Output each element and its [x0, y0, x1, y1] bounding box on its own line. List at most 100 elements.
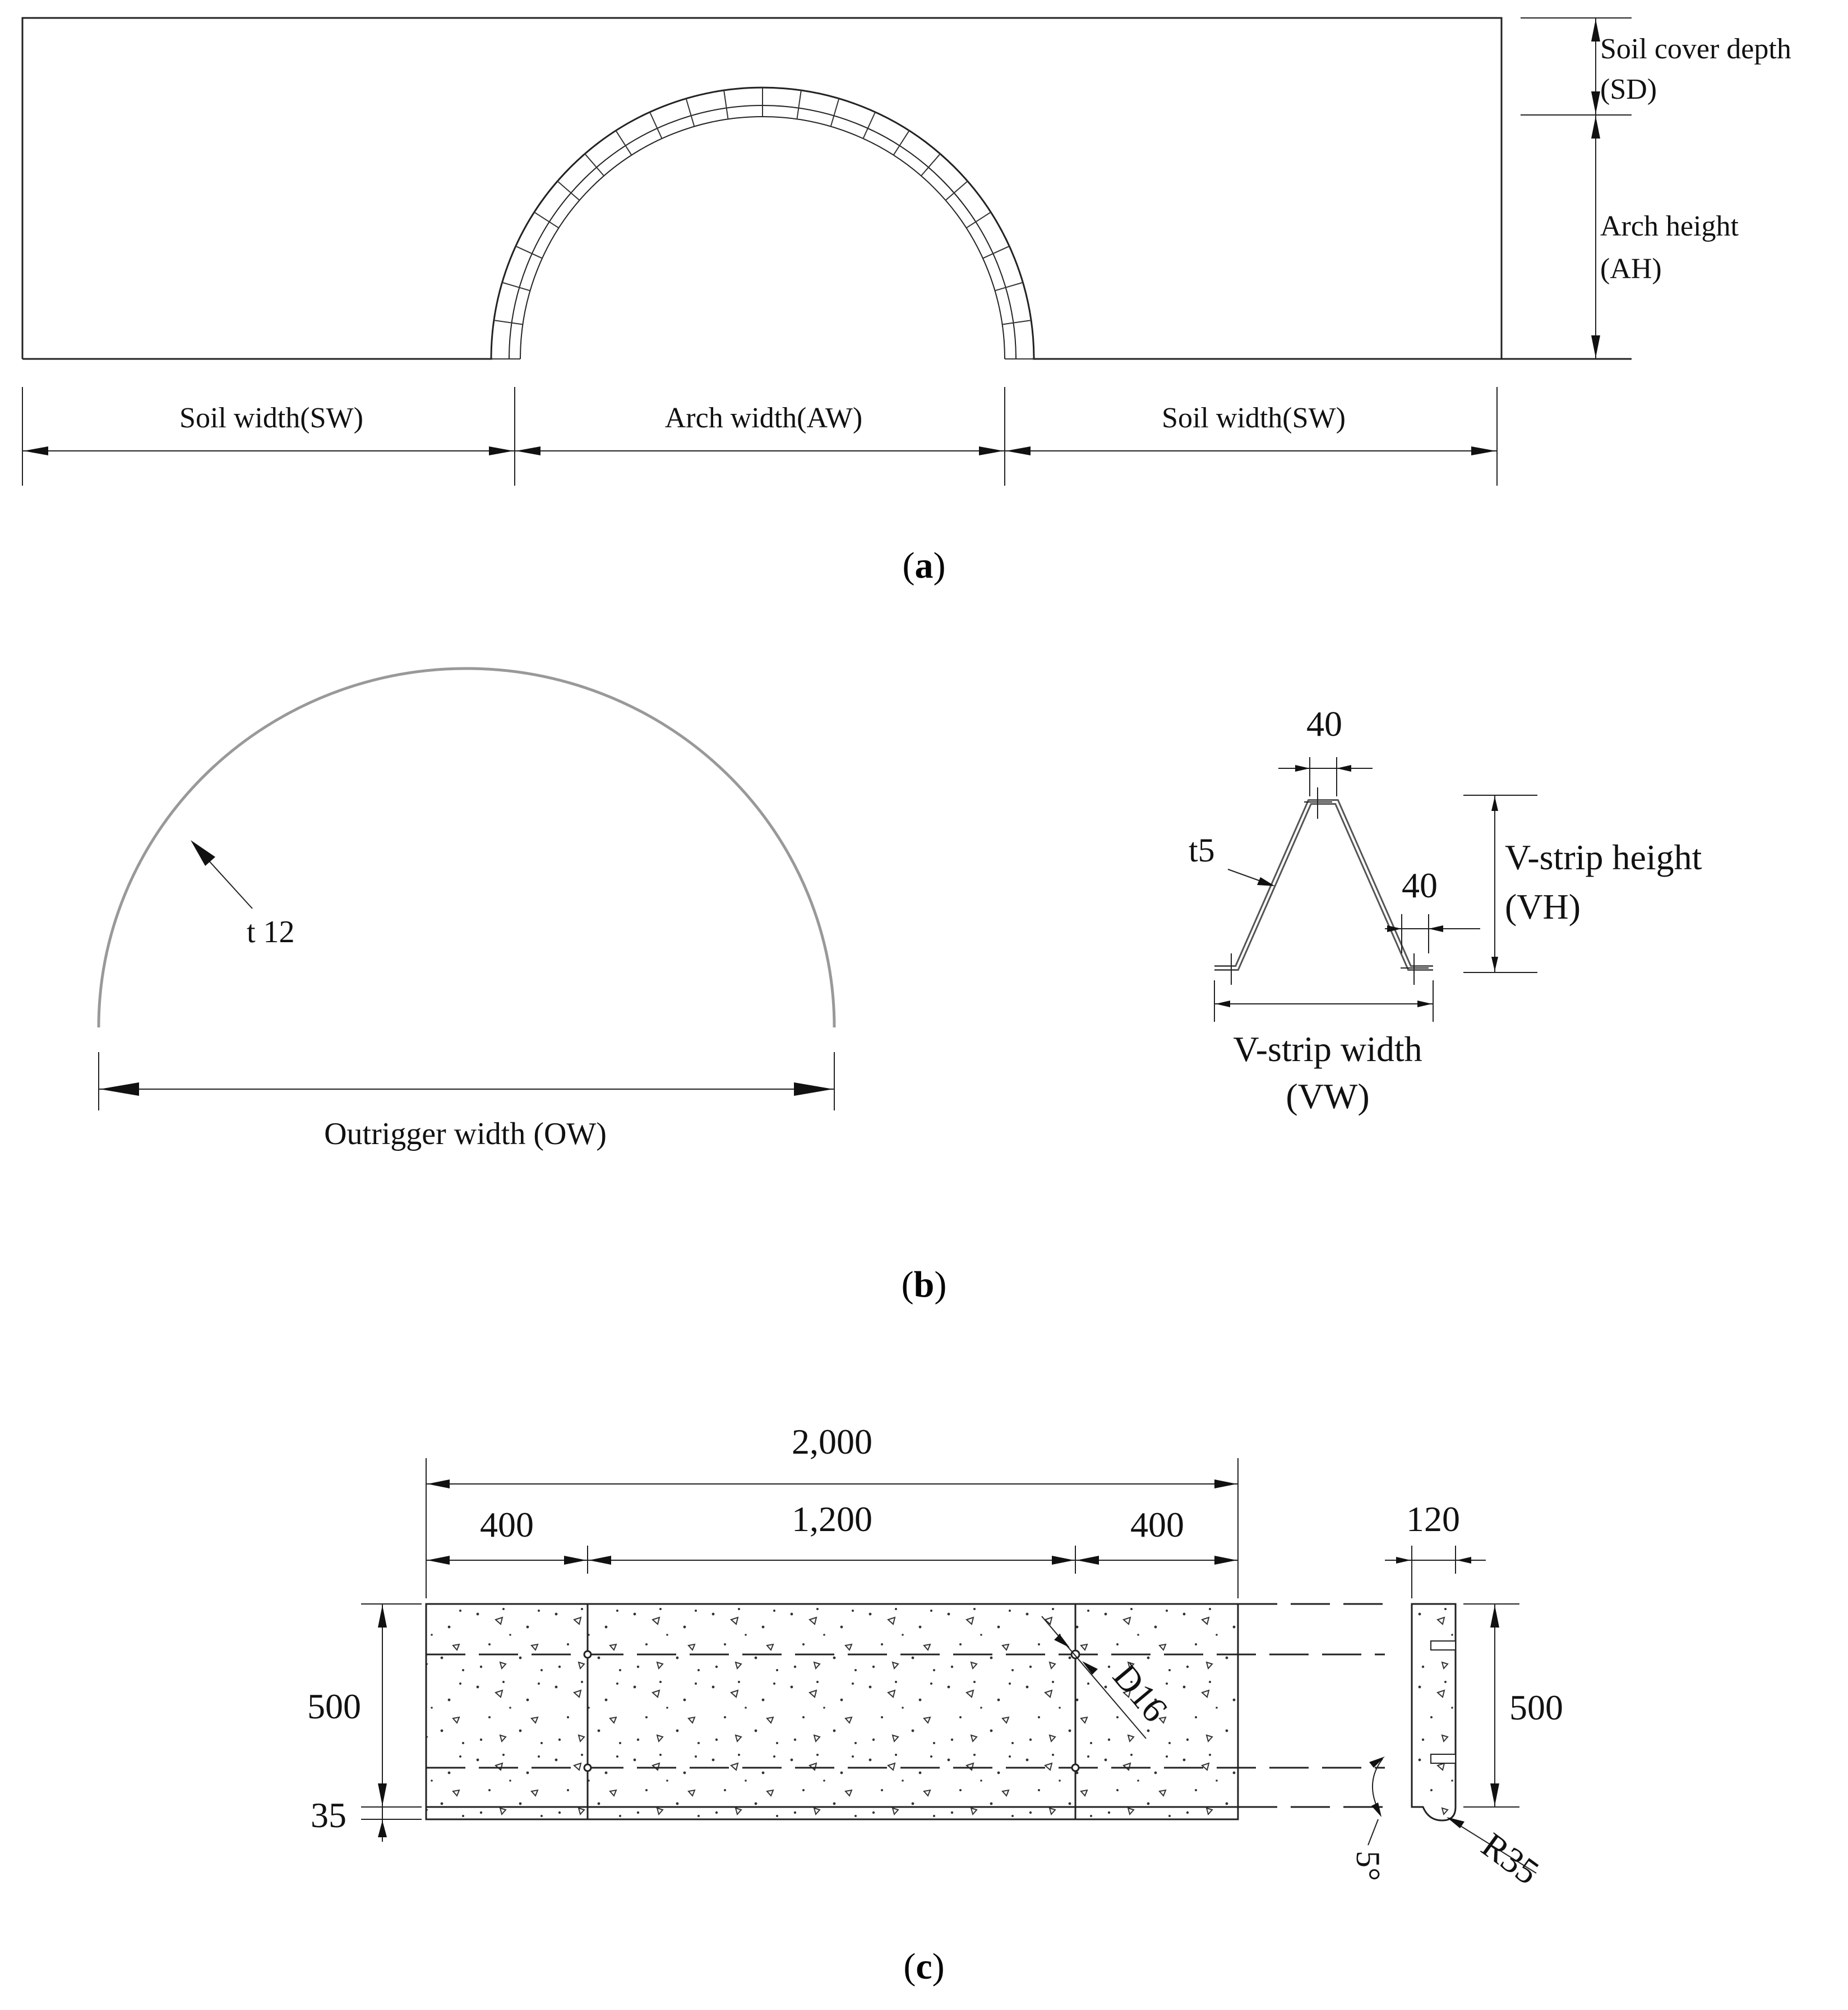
arch-rib	[649, 112, 663, 139]
panel-b-letter: b	[914, 1264, 935, 1305]
arch-outrigger-line	[509, 105, 1017, 359]
seg1-arrow-start	[427, 1556, 450, 1565]
ow-arrow-right	[794, 1082, 833, 1096]
section-slot-top	[1430, 1640, 1456, 1651]
rebar-node-4	[1071, 1763, 1080, 1772]
angle-arrow-bottom	[1371, 1802, 1382, 1817]
soil-width-right-label: Soil width(SW)	[1162, 402, 1346, 434]
soil-box-outline	[21, 17, 1503, 359]
strip-thickness-arrowhead	[1257, 877, 1275, 886]
thickness-label: t 12	[247, 915, 295, 949]
sw-right-arrow-start	[1006, 446, 1031, 455]
arch-rib	[515, 246, 543, 259]
arch-rib	[502, 282, 530, 292]
seg1-arrow-end	[564, 1556, 586, 1565]
arch-rib	[493, 320, 523, 325]
section-slot-bottom	[1430, 1754, 1456, 1764]
vw-arrow-left	[1216, 1001, 1230, 1007]
vstrip-height-abbr: (VH)	[1505, 887, 1581, 926]
arch-rib	[965, 211, 991, 229]
panel-a-letter: a	[915, 545, 934, 586]
arch-rib	[830, 98, 840, 127]
bottom-offset-label: 35	[311, 1795, 346, 1835]
outrigger-arc	[97, 667, 836, 1028]
radius-leader	[1449, 1819, 1537, 1874]
total-length-arrow-right	[1214, 1479, 1237, 1488]
vh-arrow-bottom	[1491, 957, 1498, 971]
seg2-arrow-end	[1052, 1556, 1074, 1565]
radius-arrowhead	[1447, 1817, 1464, 1828]
arch-rib	[534, 211, 560, 229]
vstrip-width-abbr: (VW)	[1286, 1076, 1369, 1116]
panel-c-caption: (c)	[903, 1946, 944, 1987]
section-width-arrow-left	[1396, 1557, 1411, 1564]
arch-inner-edge	[520, 116, 1005, 359]
angle-leader	[1367, 1819, 1379, 1846]
arch-rib	[982, 246, 1010, 259]
sw-right-arrow-end	[1471, 446, 1496, 455]
sd-arrow-top	[1591, 19, 1600, 42]
middle-segment-label: 1,200	[792, 1499, 872, 1539]
ah-arrow-bottom	[1591, 335, 1600, 358]
arch-rib	[723, 90, 729, 119]
panel-a: Soil cover depth (SD) Arch height (AH) S…	[21, 17, 1791, 586]
angle-label: 5°	[1350, 1851, 1387, 1881]
thickness-arrowhead	[191, 840, 215, 866]
height-left-label: 500	[307, 1686, 361, 1726]
vw-arrow-right	[1417, 1001, 1432, 1007]
vstrip-height-label: V-strip height	[1505, 837, 1702, 877]
arch-rib	[1002, 320, 1032, 325]
panel-c: D16 2,000 400 1,200 400 500 35	[307, 1422, 1563, 1987]
arch-rib	[796, 90, 802, 119]
arch-height-label: Arch height	[1600, 210, 1739, 242]
arch-rib	[893, 130, 910, 156]
angle-arrow-top	[1369, 1757, 1385, 1768]
sw-left-arrow-start	[24, 446, 48, 455]
seg3-arrow-end	[1214, 1556, 1237, 1565]
top-width-arrow-right	[1337, 765, 1351, 772]
top-width-arrow-left	[1295, 765, 1310, 772]
flange-arrow-right	[1429, 925, 1443, 932]
ow-arrow-left	[100, 1082, 139, 1096]
arch-rib	[557, 181, 580, 201]
rebar-node-2	[1070, 1649, 1080, 1659]
outrigger-width-label: Outrigger width (OW)	[324, 1117, 607, 1151]
block-cross-section: 120 500 5° R35	[1350, 1499, 1563, 1892]
aw-arrow-end	[979, 446, 1004, 455]
panel-a-caption: (a)	[903, 545, 946, 586]
soil-cover-depth-abbr: (SD)	[1600, 73, 1657, 105]
section-height-arrow-top	[1490, 1605, 1499, 1628]
concrete-block	[425, 1603, 1239, 1820]
height-arrow-bottom	[378, 1783, 387, 1806]
vstrip-drawing: 40 40 t5 V-strip height (VH)	[1189, 704, 1702, 1116]
flange-arrow-left	[1387, 925, 1402, 932]
flange-width-label: 40	[1402, 865, 1438, 905]
right-segment-label: 400	[1130, 1505, 1184, 1545]
arch-rib	[615, 130, 632, 156]
top-width-label: 40	[1306, 704, 1342, 744]
arch-width-label: Arch width(AW)	[665, 402, 863, 434]
arch-rib	[685, 98, 695, 127]
vstrip-width-label: V-strip width	[1233, 1029, 1422, 1069]
section-width-label: 120	[1406, 1499, 1460, 1539]
panel-b-caption: (b)	[902, 1264, 947, 1305]
seg3-arrow-start	[1077, 1556, 1099, 1565]
total-length-label: 2,000	[792, 1422, 872, 1462]
soil-width-left-label: Soil width(SW)	[179, 402, 363, 434]
arch-height-abbr: (AH)	[1600, 253, 1662, 285]
section-width-arrow-right	[1457, 1557, 1471, 1564]
strip-thickness-label: t5	[1189, 832, 1215, 869]
section-height-label: 500	[1509, 1688, 1563, 1727]
block-elevation: D16	[425, 1603, 1396, 1820]
arch-outer-edge	[490, 86, 1035, 359]
ah-arrow-top	[1591, 116, 1600, 139]
rebar-node-3	[583, 1763, 592, 1772]
panel-b: t 12 Outrigger width (OW) 40 40	[97, 667, 1702, 1305]
arch-rib	[995, 282, 1023, 292]
soil-cover-depth-label: Soil cover depth	[1600, 33, 1791, 65]
radius-label: R35	[1475, 1825, 1546, 1892]
vh-arrow-top	[1491, 796, 1498, 811]
arch-rib	[862, 112, 876, 139]
panel-c-letter: c	[916, 1946, 932, 1987]
seg2-arrow-start	[589, 1556, 611, 1565]
